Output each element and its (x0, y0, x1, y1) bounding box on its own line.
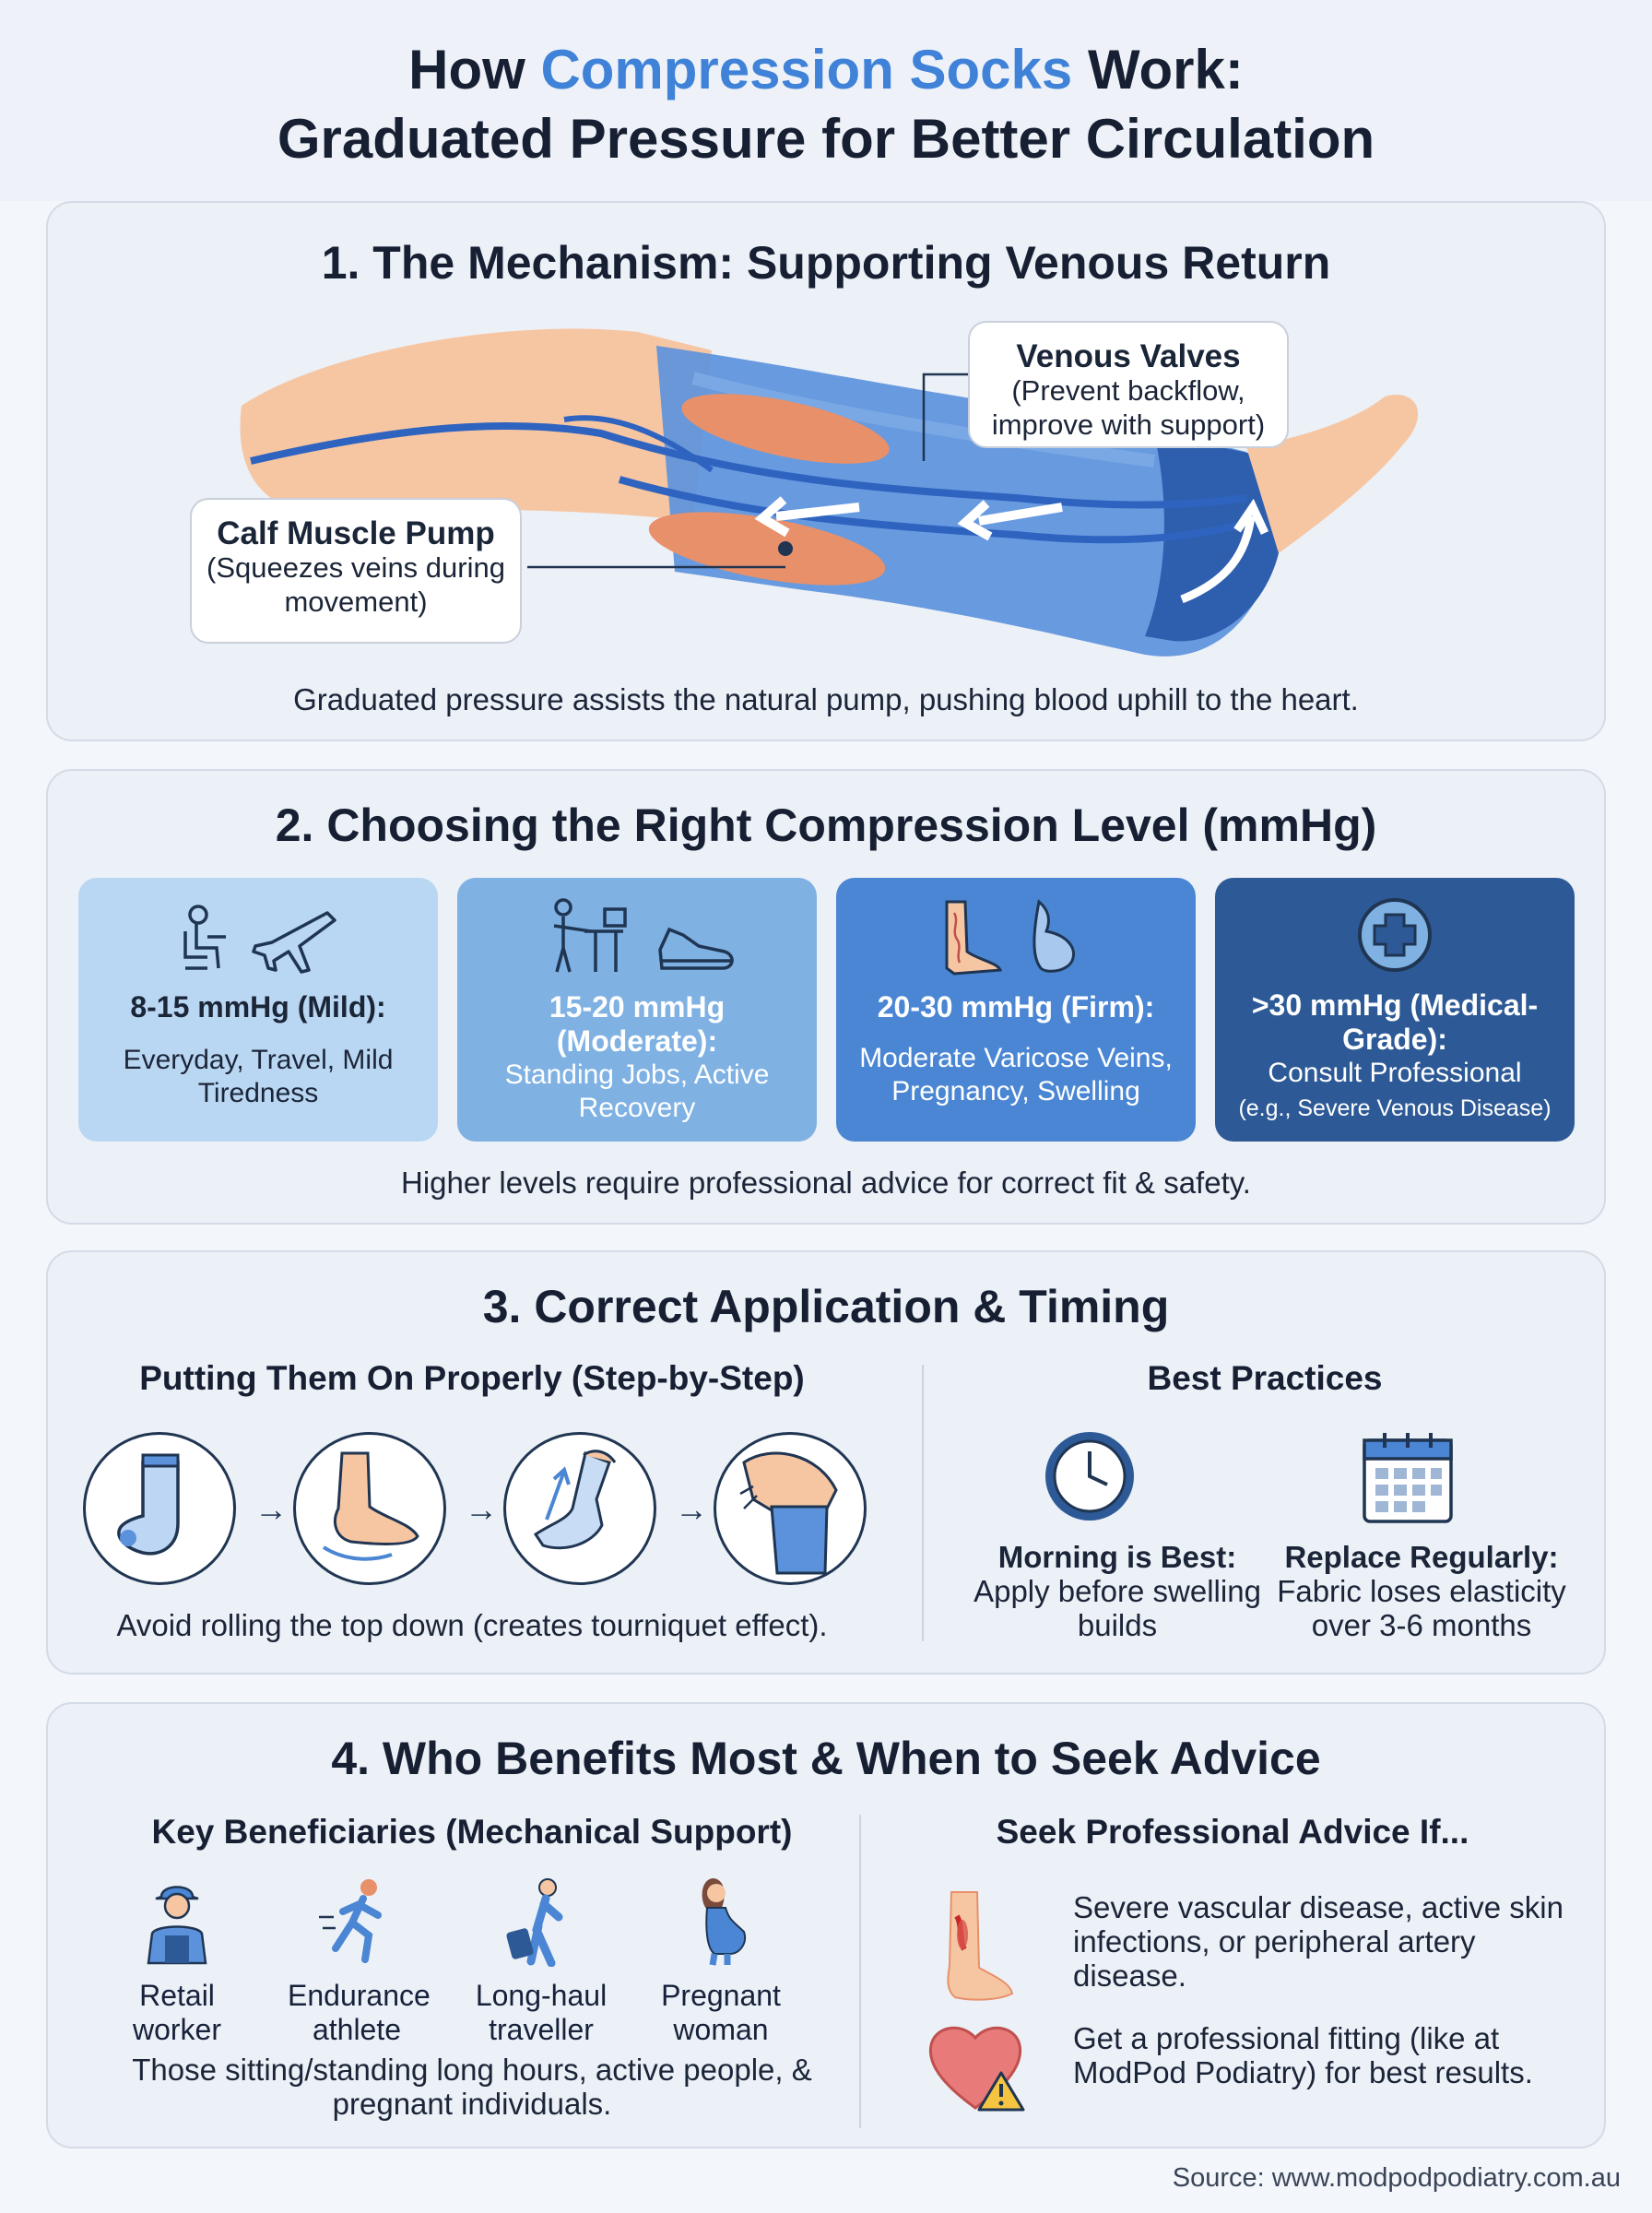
benefits-section: 4. Who Benefits Most & When to Seek Advi… (46, 1702, 1606, 2148)
morning-tip: Morning is Best: Apply before swelling b… (974, 1540, 1261, 1642)
level-card-moderate: 15-20 mmHg (Moderate): Standing Jobs, Ac… (457, 878, 817, 1142)
varicose-leg-icon (945, 899, 1075, 976)
retail-worker-icon (147, 1886, 207, 1965)
sitting-person-icon (183, 905, 336, 974)
foot-icon (322, 1451, 419, 1561)
source-credit: Source: www.modpodpodiatry.com.au (1172, 2163, 1621, 2193)
flow-arrow-icon (978, 503, 1063, 526)
runner-icon (319, 1879, 382, 1963)
steps-caption: Avoid rolling the top down (creates tour… (116, 1608, 828, 1642)
sock-icon (117, 1453, 180, 1556)
mechanism-caption: Graduated pressure assists the natural p… (293, 682, 1359, 716)
step-1 (83, 1432, 236, 1585)
calf-muscle (648, 512, 886, 586)
medical-cross-icon (1358, 898, 1432, 972)
application-section: 3. Correct Application & Timing Putting … (46, 1250, 1606, 1675)
step-3 (503, 1432, 656, 1585)
retail-worker: Retail worker (108, 1875, 246, 2047)
level-card-medical: >30 mmHg (Medical-Grade): Consult Profes… (1215, 878, 1575, 1142)
calf-muscle (681, 394, 890, 464)
venous-valves-callout: Venous Valves (Prevent backflow, improve… (968, 321, 1289, 448)
long-haul-traveller: Long-haul traveller (472, 1875, 610, 2047)
airplane-icon (252, 911, 336, 974)
arrow-right-icon: → (465, 1490, 498, 1528)
section-title: 4. Who Benefits Most & When to Seek Advi… (331, 1733, 1321, 1784)
standing-desk-icon (553, 898, 734, 973)
advice-title: Seek Professional Advice If... (996, 1813, 1469, 1851)
level-card-mild: 8-15 mmHg (Mild): Everyday, Travel, Mild… (78, 878, 438, 1142)
level-caption: Higher levels require professional advic… (401, 1166, 1251, 1200)
clock-icon (1045, 1432, 1134, 1521)
pregnant-woman: Pregnant woman (652, 1875, 790, 2047)
advice-item-disease: Severe vascular disease, active skin inf… (1073, 1890, 1564, 1993)
section-divider (859, 1815, 861, 2128)
injured-leg-icon (947, 1891, 1014, 2001)
arrow-right-icon: → (675, 1490, 708, 1528)
step-4 (714, 1432, 867, 1585)
level-card-firm: 20-30 mmHg (Firm): Moderate Varicose Vei… (836, 878, 1196, 1142)
heart-warning-icon (928, 2026, 1025, 2112)
advice-item-fitting: Get a professional fitting (like at ModP… (1073, 2021, 1533, 2089)
calendar-icon (1363, 1433, 1453, 1523)
beneficiaries-caption: Those sitting/standing long hours, activ… (132, 2053, 812, 2121)
step-2 (293, 1432, 446, 1585)
flow-arrow-icon (1180, 515, 1256, 604)
traveller-icon (506, 1878, 563, 1968)
pregnancy-icon (1032, 899, 1075, 973)
pregnant-woman-icon (702, 1878, 746, 1966)
section-divider (922, 1365, 924, 1641)
sneaker-icon (658, 927, 734, 970)
section-title: 1. The Mechanism: Supporting Venous Retu… (321, 237, 1331, 289)
header-band (0, 0, 1652, 201)
beneficiaries-title: Key Beneficiaries (Mechanical Support) (151, 1813, 793, 1851)
leg-illustration (240, 328, 1419, 657)
mechanism-section: 1. The Mechanism: Supporting Venous Retu… (46, 201, 1606, 741)
arrow-right-icon: → (254, 1490, 288, 1528)
page-title: How Compression Socks Work: Graduated Pr… (277, 39, 1375, 170)
flow-arrow-icon (775, 503, 860, 521)
title-accent: Compression Socks (540, 39, 1073, 101)
replace-tip: Replace Regularly: Fabric loses elastici… (1277, 1540, 1566, 1642)
section-title: 2. Choosing the Right Compression Level … (275, 799, 1377, 851)
compression-level-section: 2. Choosing the Right Compression Level … (46, 769, 1606, 1225)
calf-pump-callout: Calf Muscle Pump (Squeezes veins during … (190, 498, 522, 644)
vein-line (250, 421, 1247, 509)
endurance-athlete: Endurance athlete (288, 1875, 431, 2047)
knee-sock-icon (739, 1451, 838, 1575)
steps-title: Putting Them On Properly (Step-by-Step) (139, 1359, 805, 1397)
section-title: 3. Correct Application & Timing (482, 1281, 1170, 1332)
pull-on-sock-icon (533, 1450, 617, 1550)
best-practices-title: Best Practices (1147, 1359, 1383, 1397)
